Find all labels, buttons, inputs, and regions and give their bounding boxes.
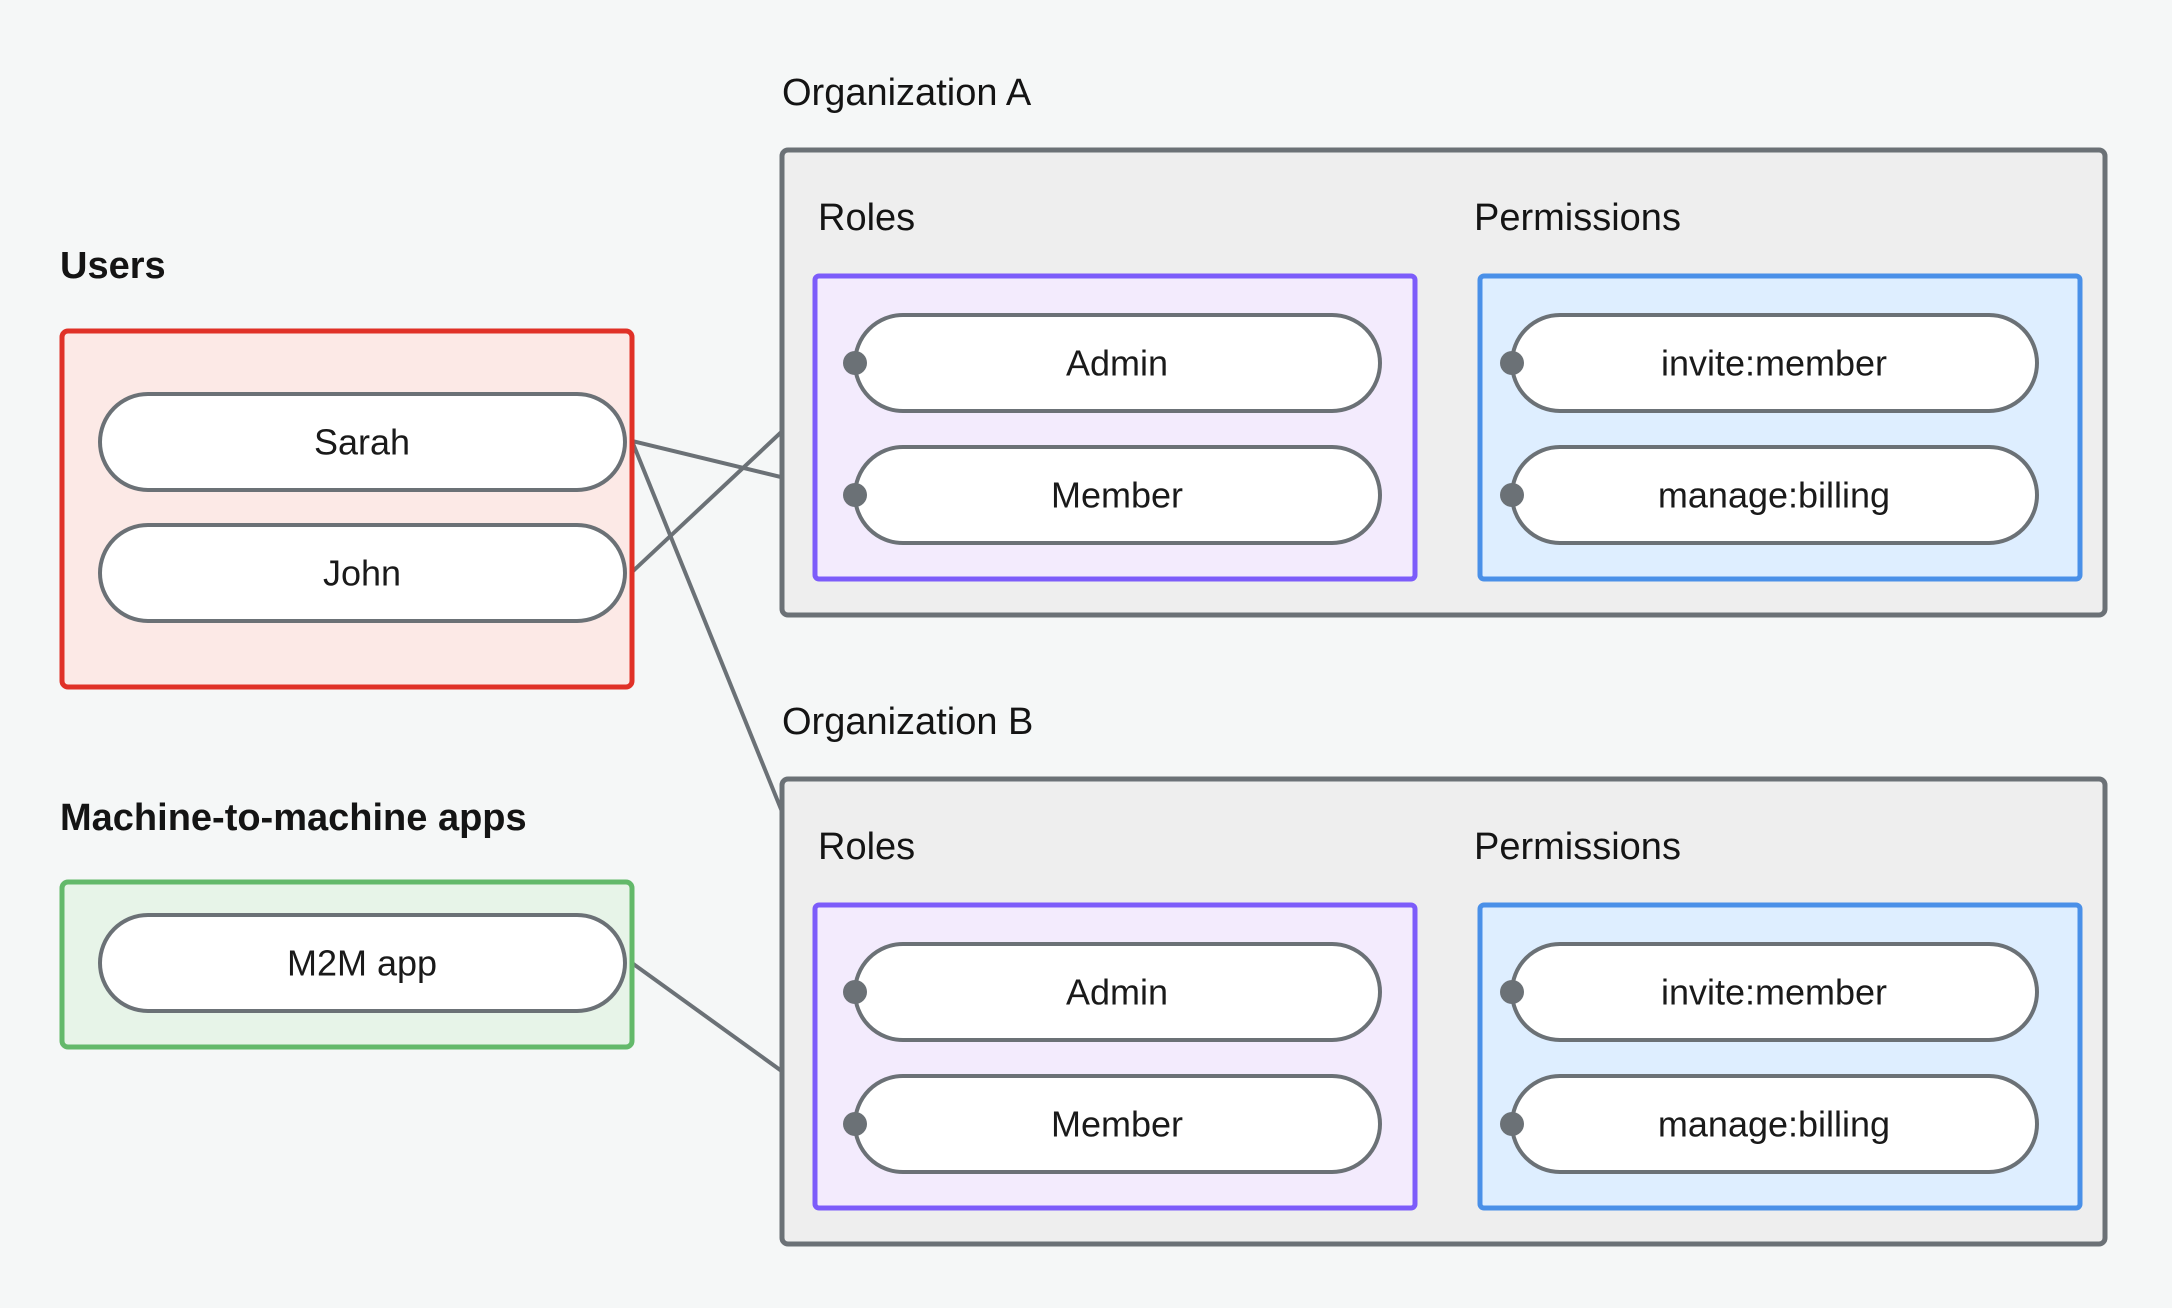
organization-b: Organization B Roles Permissions Admin M… [779, 701, 2108, 1247]
permission-node-org-a-manage-billing-label: manage:billing [1658, 475, 1890, 516]
role-node-org-b-member-label: Member [1051, 1104, 1183, 1145]
endpoint-dot-org-b-manage-billing [1500, 1112, 1524, 1136]
permission-node-org-a-manage-billing[interactable]: manage:billing [1510, 445, 2039, 545]
permission-node-org-b-manage-billing[interactable]: manage:billing [1510, 1074, 2039, 1174]
organization-a-permissions-label: Permissions [1474, 197, 1681, 239]
user-node-sarah-shape[interactable] [98, 392, 627, 492]
endpoint-dot-org-a-manage-billing [1500, 483, 1524, 507]
organization-b-permissions-label: Permissions [1474, 826, 1681, 868]
user-node-sarah-label: Sarah [314, 422, 410, 463]
edge-endpoint-layer [843, 351, 1524, 1136]
user-node-john[interactable]: John [98, 523, 627, 623]
m2m-node-app-label: M2M app [287, 943, 437, 984]
role-node-org-b-admin[interactable]: Admin [853, 942, 1382, 1042]
users-group: Users Sarah John [59, 245, 635, 690]
organization-a-roles-label: Roles [818, 197, 915, 239]
permission-node-org-a-invite-member[interactable]: invite:member [1510, 313, 2039, 413]
m2m-node-app-shape[interactable] [98, 913, 627, 1013]
endpoint-dot-org-b-invite-member [1500, 980, 1524, 1004]
user-node-john-shape[interactable] [98, 523, 627, 623]
permission-node-org-b-manage-billing-label: manage:billing [1658, 1104, 1890, 1145]
endpoint-dot-org-a-admin [843, 351, 867, 375]
endpoint-dot-org-a-member [843, 483, 867, 507]
user-node-john-label: John [323, 553, 401, 594]
users-container [59, 328, 635, 690]
endpoint-dot-org-b-member [843, 1112, 867, 1136]
role-node-org-a-member-label: Member [1051, 475, 1183, 516]
organization-b-label: Organization B [782, 701, 1033, 743]
endpoint-dot-org-a-invite-member [1500, 351, 1524, 375]
organization-a-label: Organization A [782, 72, 1032, 114]
users-group-label: Users [60, 245, 166, 287]
m2m-group-label: Machine-to-machine apps [60, 797, 527, 839]
permission-node-org-b-invite-member[interactable]: invite:member [1510, 942, 2039, 1042]
m2m-group: Machine-to-machine apps M2M app [59, 797, 635, 1050]
role-node-org-a-admin[interactable]: Admin [853, 313, 1382, 413]
endpoint-dot-org-b-admin [843, 980, 867, 1004]
m2m-node-app[interactable]: M2M app [98, 913, 627, 1013]
organization-b-roles-label: Roles [818, 826, 915, 868]
permission-node-org-b-invite-member-label: invite:member [1661, 972, 1887, 1013]
user-node-sarah[interactable]: Sarah [98, 392, 627, 492]
organization-a: Organization A Roles Permissions Admin M… [779, 72, 2108, 618]
role-node-org-b-admin-label: Admin [1066, 972, 1168, 1013]
permission-node-org-a-invite-member-label: invite:member [1661, 343, 1887, 384]
role-node-org-b-member[interactable]: Member [853, 1074, 1382, 1174]
role-node-org-a-member[interactable]: Member [853, 445, 1382, 545]
role-node-org-a-admin-label: Admin [1066, 343, 1168, 384]
